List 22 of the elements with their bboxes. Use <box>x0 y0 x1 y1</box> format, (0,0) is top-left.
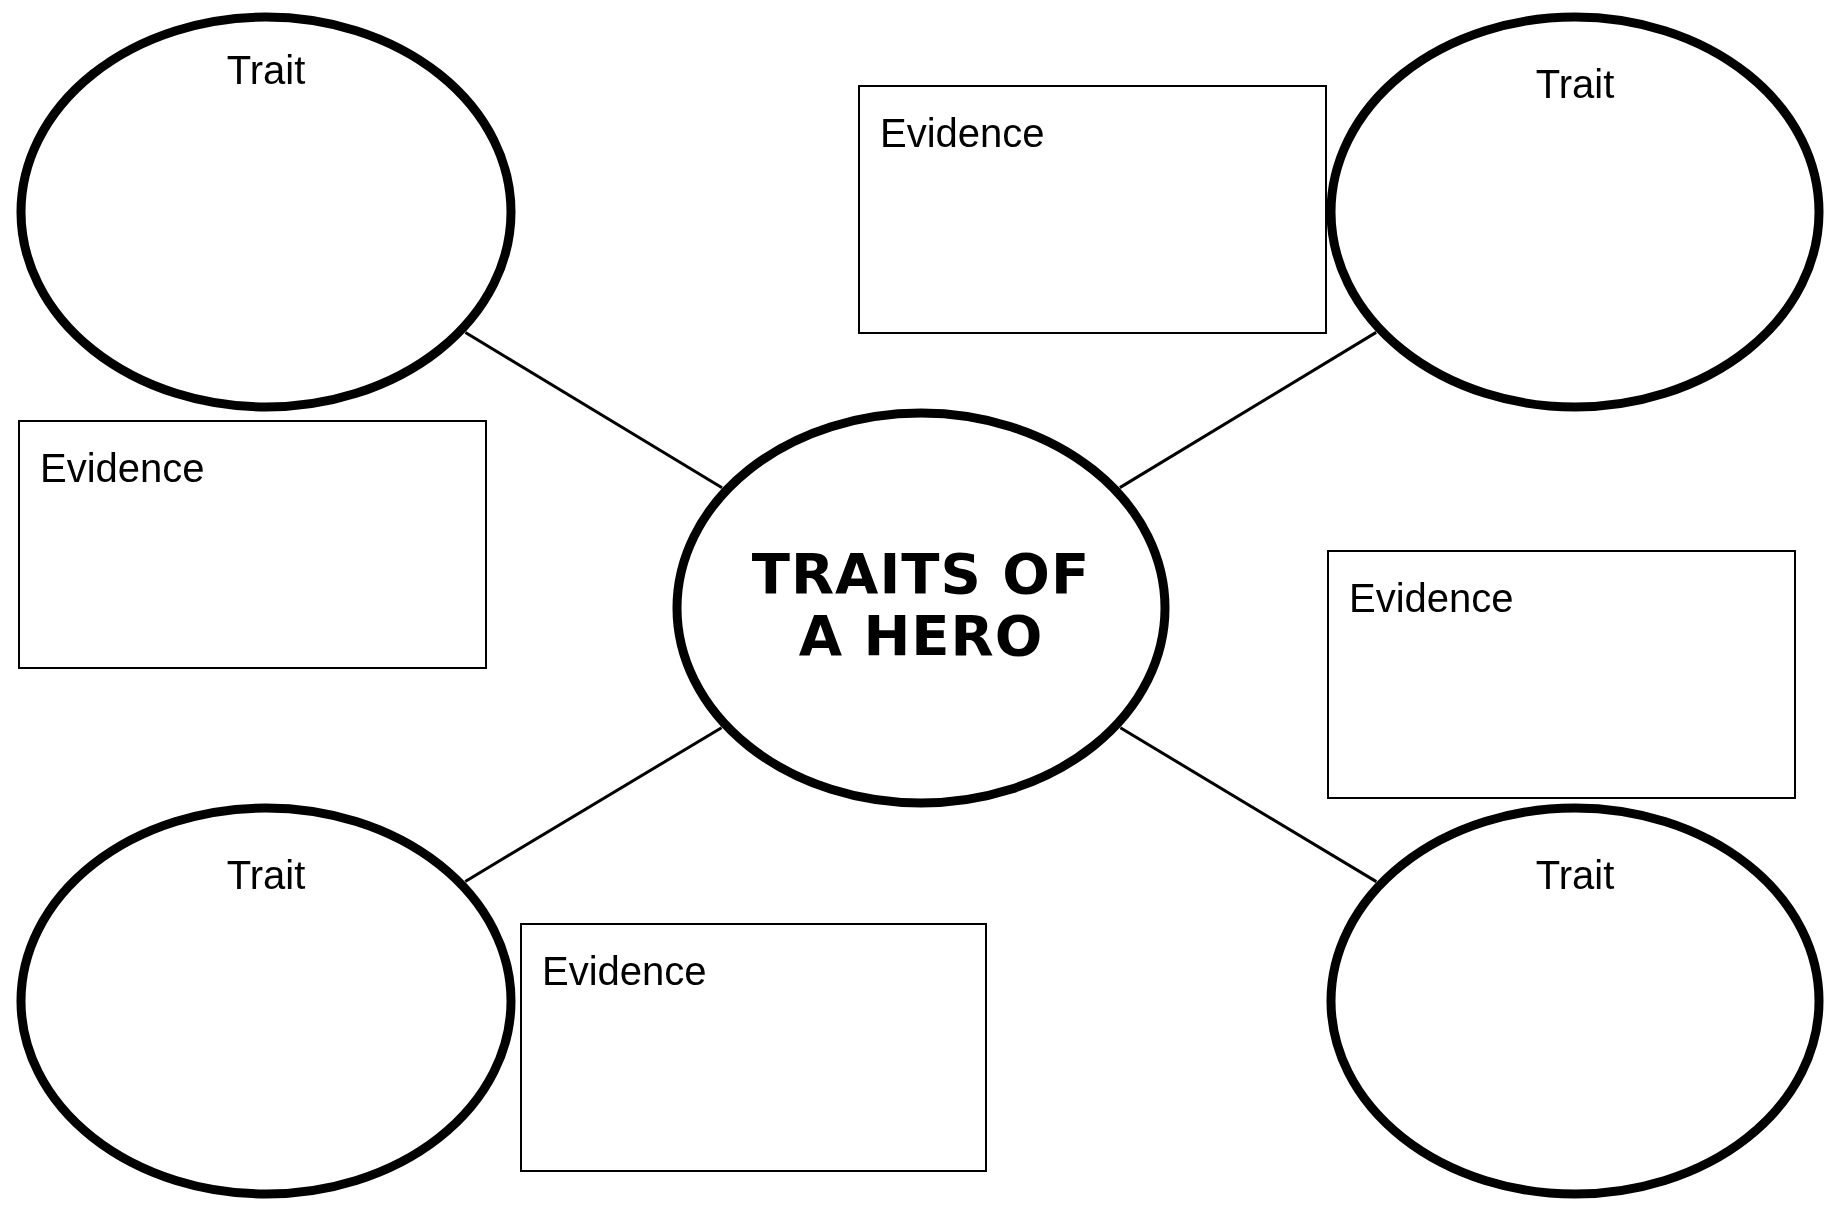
evidence-label: Evidence <box>880 111 1045 156</box>
evidence-box <box>18 420 487 669</box>
trait-ellipse <box>16 803 516 1199</box>
trait-label: Trait <box>1535 853 1615 898</box>
evidence-box <box>858 85 1327 334</box>
trait-ellipse <box>1326 803 1824 1199</box>
connector-line <box>1119 726 1378 883</box>
evidence-label: Evidence <box>1349 576 1514 621</box>
evidence-label: Evidence <box>542 949 707 994</box>
title-ellipse <box>672 408 1170 808</box>
trait-label: Trait <box>1535 62 1615 107</box>
title-text: TRAITS OF A HERO <box>750 543 1092 667</box>
connector-line <box>1119 331 1377 489</box>
trait-label: Trait <box>226 48 306 93</box>
connector-line <box>464 331 723 489</box>
evidence-box <box>1327 550 1796 799</box>
evidence-box <box>520 923 987 1172</box>
trait-ellipse <box>1326 12 1824 412</box>
connector-line <box>464 726 723 883</box>
trait-ellipse <box>16 12 516 412</box>
evidence-label: Evidence <box>40 446 205 491</box>
trait-label: Trait <box>226 853 306 898</box>
